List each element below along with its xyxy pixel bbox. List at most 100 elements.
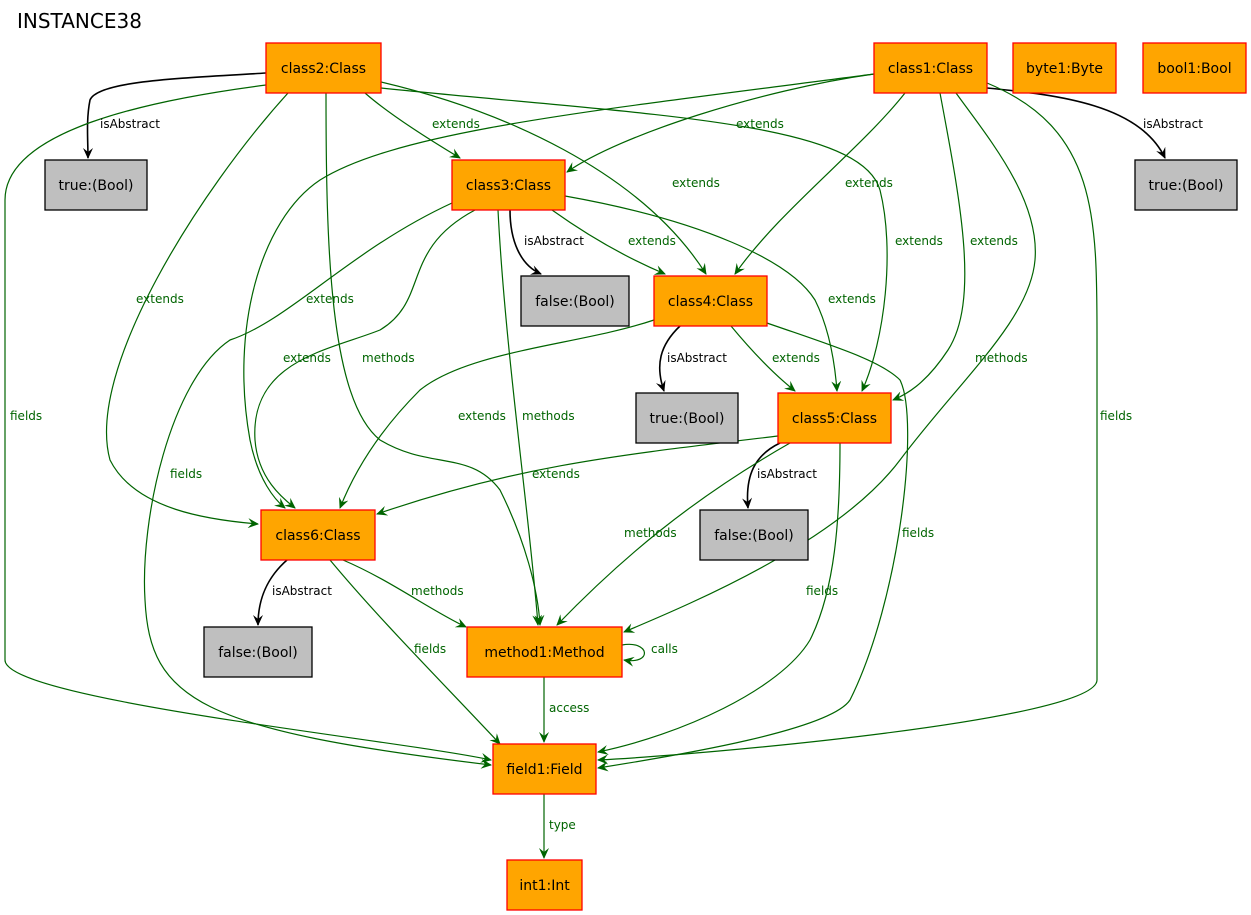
node-box-false_c6 [203,626,313,678]
edge-label-extends: extends [736,117,784,131]
edge-class6-isAbstract-false_c6 [253,559,288,626]
node-false_c3[interactable]: false:(Bool) [520,275,630,327]
edge-label-extends: extends [828,292,876,306]
edge-class4-extends-class5 [730,325,796,392]
node-false_c5[interactable]: false:(Bool) [699,509,809,561]
edge-label-extends: extends [672,176,720,190]
node-box-true_c2 [44,159,148,211]
edge-label-fields: fields [902,526,934,540]
node-label-true_c1: true:(Bool) [1149,178,1224,194]
diagram-title: INSTANCE38 [17,9,142,33]
edge-class4-isAbstract-true_c4 [656,325,681,392]
edge-label-fields: fields [1100,409,1132,423]
node-box-class2 [265,42,382,94]
node-field1[interactable]: field1:Field [492,743,597,795]
edge-label-access: access [549,701,589,715]
node-true_c1[interactable]: true:(Bool) [1134,159,1238,211]
node-box-true_c4 [635,392,739,444]
node-label-class3: class3:Class [466,178,551,194]
node-box-field1 [492,743,597,795]
node-box-class5 [777,392,892,444]
edge-label-extends: extends [970,234,1018,248]
edge-label-isAbstract: isAbstract [272,584,332,598]
edge-method1-calls-method1 [621,643,645,667]
edge-label-extends: extends [283,351,331,365]
node-box-class4 [653,275,768,327]
edge-class2-isAbstract-true_c2 [82,72,267,159]
node-true_c2[interactable]: true:(Bool) [44,159,148,211]
node-box-method1 [466,626,623,678]
edge-label-isAbstract: isAbstract [757,467,817,481]
node-box-class6 [260,509,376,561]
edge-label-methods: methods [624,526,677,540]
node-label-class1: class1:Class [888,61,973,77]
edge-label-methods: methods [411,584,464,598]
edge-class3-fields-field1 [143,202,492,769]
node-class6[interactable]: class6:Class [260,509,376,561]
edge-label-extends: extends [458,409,506,423]
node-class1[interactable]: class1:Class [873,42,988,94]
node-box-false_c5 [699,509,809,561]
node-method1[interactable]: method1:Method [466,626,623,678]
node-label-field1: field1:Field [506,762,582,778]
edge-class4-extends-class6 [339,319,655,509]
edge-label-extends: extends [306,292,354,306]
node-label-int1: int1:Int [519,878,570,894]
node-int1[interactable]: int1:Int [506,859,583,911]
node-false_c6[interactable]: false:(Bool) [203,626,313,678]
edge-class1-isAbstract-true_c1 [986,87,1166,159]
edge-class2-extends-class4 [380,81,707,275]
node-label-false_c6: false:(Bool) [218,645,298,661]
node-label-true_c4: true:(Bool) [650,411,725,427]
edge-class5-methods-method1 [556,442,791,626]
node-bool1[interactable]: bool1:Bool [1142,42,1247,94]
node-class4[interactable]: class4:Class [653,275,768,327]
edge-class1-methods-method1 [623,92,1036,633]
node-label-false_c3: false:(Bool) [535,294,615,310]
edge-class1-extends-class6 [243,73,875,509]
edge-class2-fields-field1 [4,84,492,763]
edge-label-isAbstract: isAbstract [1143,117,1203,131]
node-box-false_c3 [520,275,630,327]
edge-class1-fields-field1 [597,82,1098,765]
node-class3[interactable]: class3:Class [451,159,566,211]
edge-label-extends: extends [772,351,820,365]
edge-label-extends: extends [432,117,480,131]
edge-label-isAbstract: isAbstract [100,117,160,131]
node-label-method1: method1:Method [484,645,604,661]
node-box-int1 [506,859,583,911]
edge-label-isAbstract: isAbstract [667,351,727,365]
edge-label-extends: extends [895,234,943,248]
edge-class5-fields-field1 [597,442,841,755]
edge-class1-extends-class5 [892,92,966,401]
edge-class2-extends-class5 [380,87,888,392]
edge-label-fields: fields [170,467,202,481]
edge-label-calls: calls [651,642,678,656]
edge-label-fields: fields [414,642,446,656]
node-label-class5: class5:Class [792,411,877,427]
edge-class6-fields-field1 [329,559,501,745]
node-box-true_c1 [1134,159,1238,211]
edge-class2-methods-method1 [325,92,545,626]
edge-class2-extends-class3 [364,92,461,159]
node-true_c4[interactable]: true:(Bool) [635,392,739,444]
nodes-layer: class2:Class class1:Class byte1:Byte bool1:… [44,42,1247,911]
node-label-false_c5: false:(Bool) [714,528,794,544]
edge-class6-methods-method1 [342,559,467,628]
edge-class4-fields-field1 [597,322,909,772]
edge-label-methods: methods [362,351,415,365]
node-class2[interactable]: class2:Class [265,42,382,94]
node-label-byte1: byte1:Byte [1026,61,1103,77]
edge-label-extends: extends [532,467,580,481]
node-box-byte1 [1012,42,1117,94]
edge-class1-extends-class4 [734,92,906,275]
edge-class3-extends-class5 [564,195,842,392]
edge-class3-extends-class4 [551,209,666,275]
node-class5[interactable]: class5:Class [777,392,892,444]
node-box-bool1 [1142,42,1247,94]
edge-class3-extends-class6 [254,209,476,509]
edge-label-extends: extends [845,176,893,190]
edge-label-fields: fields [10,409,42,423]
node-byte1[interactable]: byte1:Byte [1012,42,1117,94]
